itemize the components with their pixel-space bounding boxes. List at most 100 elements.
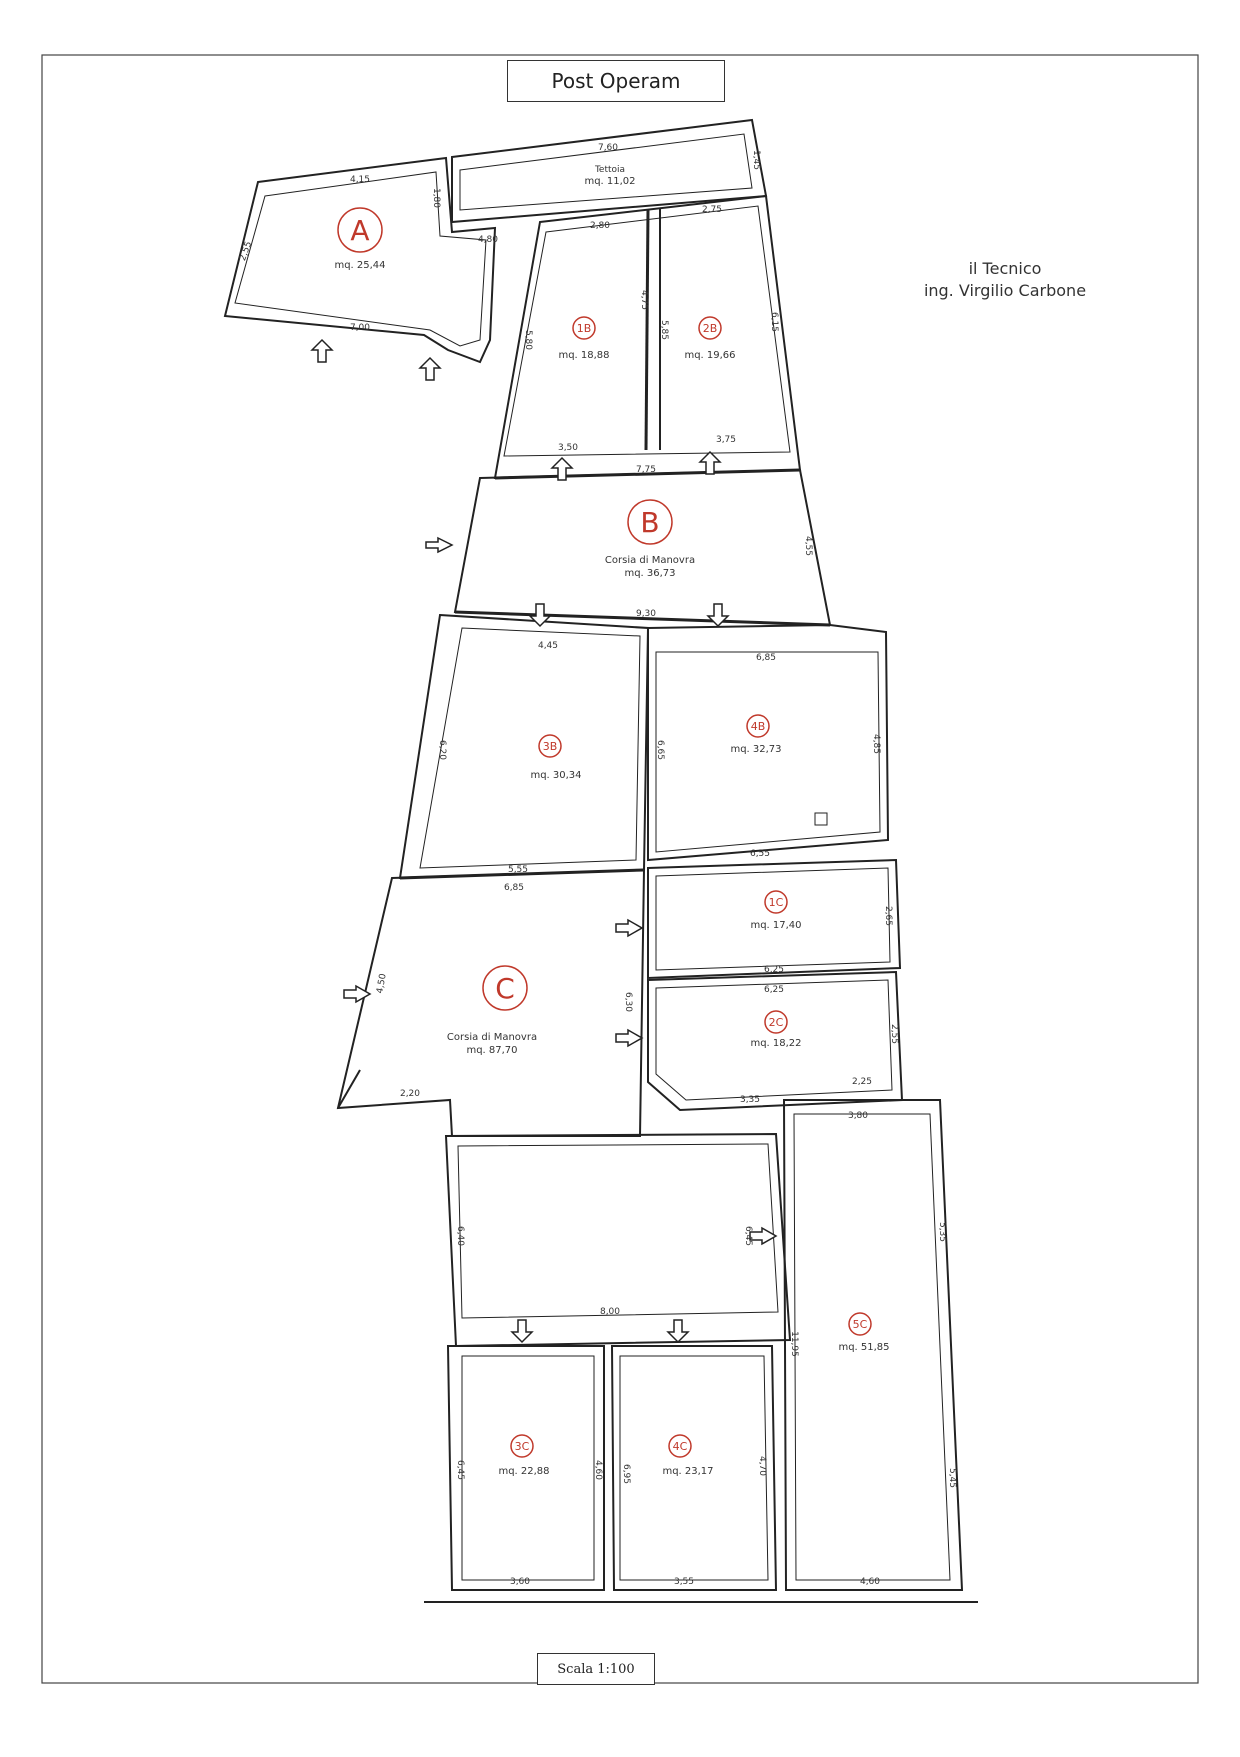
dim: 3,50 (558, 443, 578, 453)
dim: 2,55 (238, 240, 254, 262)
signature-name: ing. Virgilio Carbone (923, 281, 1087, 300)
dim: 4,85 (871, 734, 881, 754)
wall-b-bottom (454, 610, 831, 627)
room-5c-area: mq. 51,85 (838, 1342, 889, 1353)
dim: 4,60 (860, 1577, 880, 1587)
arrows (310, 338, 778, 1344)
room-a-area: mq. 25,44 (334, 260, 385, 271)
room-b-area: mq. 36,73 (624, 568, 675, 579)
walls (223, 118, 978, 1603)
dim: 2,55 (889, 1024, 899, 1044)
dim: 7,75 (636, 465, 656, 475)
dim: 7,60 (598, 143, 618, 153)
arrow-up-icon (310, 338, 334, 363)
dim: 4,50 (375, 973, 388, 995)
room-3b-area: mq. 30,34 (530, 770, 581, 781)
room-4b-circle (746, 714, 770, 738)
dim: 2,20 (400, 1089, 420, 1099)
dim: 8,00 (600, 1307, 620, 1317)
wall-c-top (399, 868, 645, 880)
dim: 5,55 (508, 865, 528, 875)
room-4c-circle (668, 1434, 692, 1458)
room-4c-area: mq. 23,17 (662, 1466, 713, 1477)
dim: 11,95 (789, 1331, 799, 1357)
dim: 4,15 (350, 175, 370, 185)
dim: 5,35 (937, 1222, 947, 1242)
wall-c-corner (337, 1069, 361, 1109)
room-label-circles (337, 207, 872, 1458)
arrow-right-icon (749, 1226, 778, 1246)
wall-block-1b-2b-inner (503, 205, 791, 457)
dim: 6,85 (756, 653, 776, 663)
wall-room-4c (610, 1345, 778, 1591)
dim: 6,40 (455, 1226, 465, 1246)
room-1c-circle (764, 890, 788, 914)
room-1c-area: mq. 17,40 (750, 920, 801, 931)
wall-middle-block-inner (457, 1143, 779, 1319)
arrow-up-icon (550, 456, 574, 481)
room-5c-label: 5C (853, 1318, 868, 1331)
room-c-circle (482, 965, 528, 1011)
dim: 2,65 (883, 906, 893, 926)
wall-room-4b (647, 623, 890, 862)
dim: 6,45 (743, 1226, 753, 1246)
room-2c-circle (764, 1010, 788, 1034)
dim: 6,45 (455, 1460, 465, 1480)
scale-text: Scala 1:100 (557, 1661, 635, 1677)
dim: 6,20 (437, 740, 447, 760)
drawing-title-text: Post Operam (551, 69, 681, 93)
dim: 4,80 (478, 235, 498, 245)
wall-room-3c-inner (461, 1355, 595, 1581)
dim: 6,30 (623, 992, 633, 1012)
room-3c-area: mq. 22,88 (498, 1466, 549, 1477)
room-c-area: mq. 87,70 (466, 1045, 517, 1056)
arrow-up-icon (418, 356, 442, 381)
room-4c-label: 4C (673, 1440, 688, 1453)
room-2c-area: mq. 18,22 (750, 1038, 801, 1049)
room-b-label: B (640, 506, 659, 539)
room-labels: A mq. 25,44 Tettoia mq. 11,02 1B mq. 18,… (334, 165, 889, 1477)
arrow-down-icon (528, 603, 552, 628)
wall-room-1c-inner (655, 867, 891, 971)
wall-room-2c (647, 970, 904, 1112)
room-1b-circle (572, 316, 596, 340)
dim: 4,55 (803, 536, 813, 556)
room-4b-area: mq. 32,73 (730, 744, 781, 755)
dim: 3,35 (740, 1095, 760, 1105)
dim: 2,80 (590, 221, 610, 231)
wall-tettoia-inner (459, 133, 753, 211)
room-2c-label: 2C (769, 1016, 784, 1029)
wall-room-4c-inner (619, 1355, 769, 1581)
signature-role: il Tecnico (968, 259, 1042, 278)
dim: 5,80 (523, 330, 533, 350)
dim: 3,80 (848, 1111, 868, 1121)
dim: 4,60 (593, 1460, 603, 1480)
tettoia-area: mq. 11,02 (584, 176, 635, 187)
dim: 9,30 (636, 609, 656, 619)
room-3b-label: 3B (543, 740, 558, 753)
arrow-right-icon (343, 984, 372, 1004)
room-b-name: Corsia di Manovra (605, 555, 695, 566)
wall-room-3b-inner (419, 627, 641, 869)
dim: 3,75 (716, 435, 736, 445)
arrow-right-icon (425, 536, 454, 554)
room-1c-label: 1C (769, 896, 784, 909)
dim: 4,75 (639, 290, 649, 310)
room-c-label: C (495, 972, 515, 1005)
room-3c-label: 3C (515, 1440, 530, 1453)
wall-room-a-inner (234, 171, 487, 347)
dim: 2,75 (702, 205, 722, 215)
room-4b-label: 4B (751, 720, 766, 733)
wall-middle-block (444, 1132, 792, 1348)
dim: 5,45 (947, 1468, 957, 1488)
arrow-right-icon (615, 918, 644, 938)
room-3c-circle (510, 1434, 534, 1458)
wall-room-2c-inner (655, 979, 893, 1101)
wall-divider-1b-2b (644, 209, 650, 451)
arrow-right-icon (615, 1028, 644, 1048)
dim: 2,25 (852, 1077, 872, 1087)
dim: 6,25 (764, 985, 784, 995)
room-2b-circle (698, 316, 722, 340)
